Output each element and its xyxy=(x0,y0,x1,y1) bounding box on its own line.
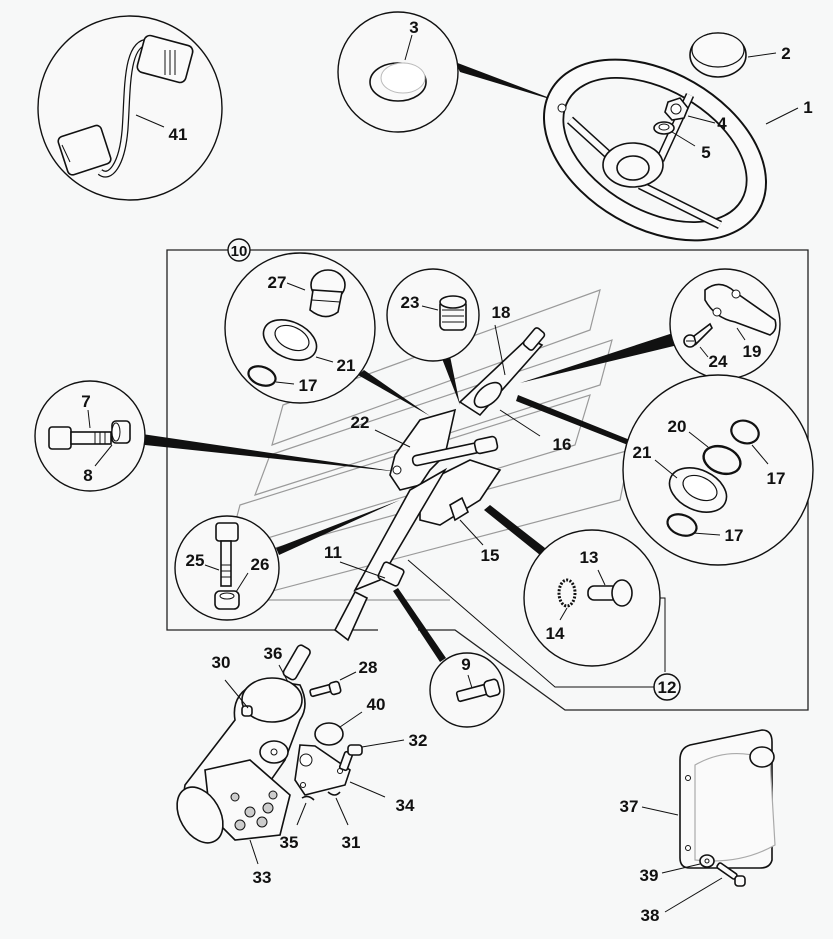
callout-39: 39 xyxy=(640,866,659,885)
callout-2: 2 xyxy=(781,44,790,63)
bearing-detail-right: 20 21 17 17 xyxy=(516,374,814,566)
pin-icon xyxy=(587,579,633,607)
steering-unit xyxy=(176,677,306,844)
callout-13: 13 xyxy=(580,548,599,567)
nut-icon xyxy=(111,420,131,444)
bolt-nut-detail: 7 8 xyxy=(34,380,400,492)
callout-17-left: 17 xyxy=(299,376,318,395)
pin-detail: 13 14 xyxy=(484,505,661,667)
coupling xyxy=(282,644,311,681)
callout-1: 1 xyxy=(803,98,812,117)
spacer-40 xyxy=(314,722,344,746)
group-12-label: 12 xyxy=(658,678,677,697)
cover xyxy=(679,729,776,869)
callout-17-right-bottom: 17 xyxy=(725,526,744,545)
screw-28 xyxy=(309,680,342,698)
callout-8: 8 xyxy=(83,466,92,485)
plug-icon xyxy=(57,124,112,176)
lock-washer-icon xyxy=(557,578,577,608)
bolt-detail-lower: 25 26 xyxy=(174,500,400,621)
callout-14: 14 xyxy=(546,624,565,643)
callout-28: 28 xyxy=(359,658,378,677)
callout-20: 20 xyxy=(668,417,687,436)
callout-7: 7 xyxy=(81,392,90,411)
callout-21-right: 21 xyxy=(633,443,652,462)
grub-screw-detail: 23 xyxy=(386,268,480,405)
callout-26: 26 xyxy=(251,555,270,574)
washer-39 xyxy=(699,854,715,868)
callout-22: 22 xyxy=(351,413,370,432)
clip-35 xyxy=(301,795,315,801)
group-12-callout: 12 xyxy=(407,559,681,701)
callout-40: 40 xyxy=(367,695,386,714)
callout-38: 38 xyxy=(641,906,660,925)
mounting-plate xyxy=(294,744,351,796)
screw-icon xyxy=(683,322,713,348)
steering-wheel xyxy=(543,58,767,242)
callout-27: 27 xyxy=(268,273,287,292)
callout-21-left: 21 xyxy=(337,356,356,375)
connector-icon xyxy=(136,34,194,84)
callout-35: 35 xyxy=(280,833,299,852)
nut-and-washer xyxy=(653,97,689,135)
circlip-icon xyxy=(247,365,277,387)
callout-11: 11 xyxy=(324,543,342,562)
lever-icon xyxy=(704,283,777,336)
callout-32: 32 xyxy=(409,731,428,750)
callout-41: 41 xyxy=(169,125,188,144)
group-10-label: 10 xyxy=(231,243,248,260)
washer-31 xyxy=(327,791,341,796)
harness-detail: 41 xyxy=(37,15,223,201)
bearing-icon xyxy=(262,319,318,361)
callout-31: 31 xyxy=(342,833,361,852)
callout-33: 33 xyxy=(253,868,272,887)
callout-30: 30 xyxy=(212,653,231,672)
bearing-detail-left: 27 21 17 xyxy=(224,252,430,416)
bolt-32 xyxy=(338,744,363,772)
center-cap xyxy=(689,32,747,78)
plug-detail: 3 xyxy=(337,11,563,133)
callout-15: 15 xyxy=(481,546,500,565)
callout-23: 23 xyxy=(401,293,420,312)
callout-9: 9 xyxy=(461,655,470,674)
callout-5: 5 xyxy=(701,143,710,162)
callout-16: 16 xyxy=(553,435,572,454)
bolt-icon xyxy=(48,426,112,450)
callout-24: 24 xyxy=(709,352,728,371)
screw-9-icon xyxy=(455,678,501,703)
lever-detail: 24 19 xyxy=(520,268,781,383)
callout-3: 3 xyxy=(409,18,418,37)
bolt-38 xyxy=(716,862,746,887)
screw-detail: 9 xyxy=(393,588,505,728)
callout-25: 25 xyxy=(186,551,205,570)
callout-17-right-top: 17 xyxy=(767,469,786,488)
callout-4: 4 xyxy=(717,114,727,133)
callout-18: 18 xyxy=(492,303,511,322)
callout-34: 34 xyxy=(396,796,415,815)
callout-36: 36 xyxy=(264,644,283,663)
callout-19: 19 xyxy=(743,342,762,361)
callout-37: 37 xyxy=(620,797,639,816)
steering-column xyxy=(333,327,546,642)
bump-stop-icon xyxy=(309,269,346,318)
